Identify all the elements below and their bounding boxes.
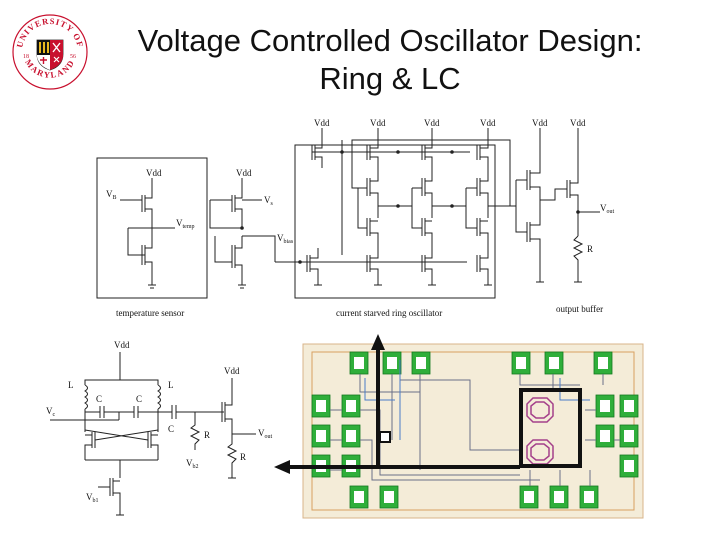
vdd-label-3: Vdd xyxy=(314,118,330,128)
lc-r-top-label: R xyxy=(204,430,210,440)
slide-title: Voltage Controlled Oscillator Design: Ri… xyxy=(100,22,680,98)
vtemp-label: Vtemp xyxy=(176,218,195,230)
temperature-sensor-box xyxy=(96,157,208,299)
vdd-label-5: Vdd xyxy=(424,118,440,128)
lc-vc-label: Vc xyxy=(46,406,56,418)
vout-label: Vout xyxy=(600,203,615,215)
vdd-label-1: Vdd xyxy=(146,168,162,178)
lc-r-bottom-label: R xyxy=(240,452,246,462)
lc-vb2-label: Vb2 xyxy=(186,458,199,470)
lc-vout-label: Vout xyxy=(258,428,273,440)
slide-title-line2: Ring & LC xyxy=(319,61,461,96)
vb-label: VB xyxy=(106,189,117,201)
lc-vdd2-label: Vdd xyxy=(224,366,240,376)
seal-year-left: 18 xyxy=(23,54,29,60)
caption-output-buffer: output buffer xyxy=(556,304,603,314)
lc-l-left-label: L xyxy=(68,380,74,390)
lc-c-left-label: C xyxy=(96,394,102,404)
lc-c-coupling-label: C xyxy=(168,424,174,434)
lc-c-right-label: C xyxy=(136,394,142,404)
caption-temperature-sensor: temperature sensor xyxy=(116,308,184,318)
caption-ring-oscillator: current starved ring oscillator xyxy=(336,308,442,318)
lc-l-right-label: L xyxy=(168,380,174,390)
vbias-label: Vbias xyxy=(277,233,294,245)
lc-vdd-label: Vdd xyxy=(114,340,130,350)
ring-oscillator-box xyxy=(294,144,496,299)
r-label: R xyxy=(587,244,593,254)
vdd-label-2: Vdd xyxy=(236,168,252,178)
vdd-label-4: Vdd xyxy=(370,118,386,128)
vdd-label-7: Vdd xyxy=(532,118,548,128)
arrow-left-icon xyxy=(274,460,290,474)
seal-shield-icon xyxy=(36,39,64,71)
university-seal-logo: UNIVERSITY OF MARYLAND 18 56 xyxy=(12,14,88,90)
slide-title-line1: Voltage Controlled Oscillator Design: xyxy=(137,23,643,58)
vdd-label-6: Vdd xyxy=(480,118,496,128)
lc-vb1-label: Vb1 xyxy=(86,492,99,504)
seal-year-right: 56 xyxy=(70,54,76,60)
vdd-label-8: Vdd xyxy=(570,118,586,128)
arrow-up-icon xyxy=(371,334,385,350)
vs-label: Vs xyxy=(264,195,274,207)
